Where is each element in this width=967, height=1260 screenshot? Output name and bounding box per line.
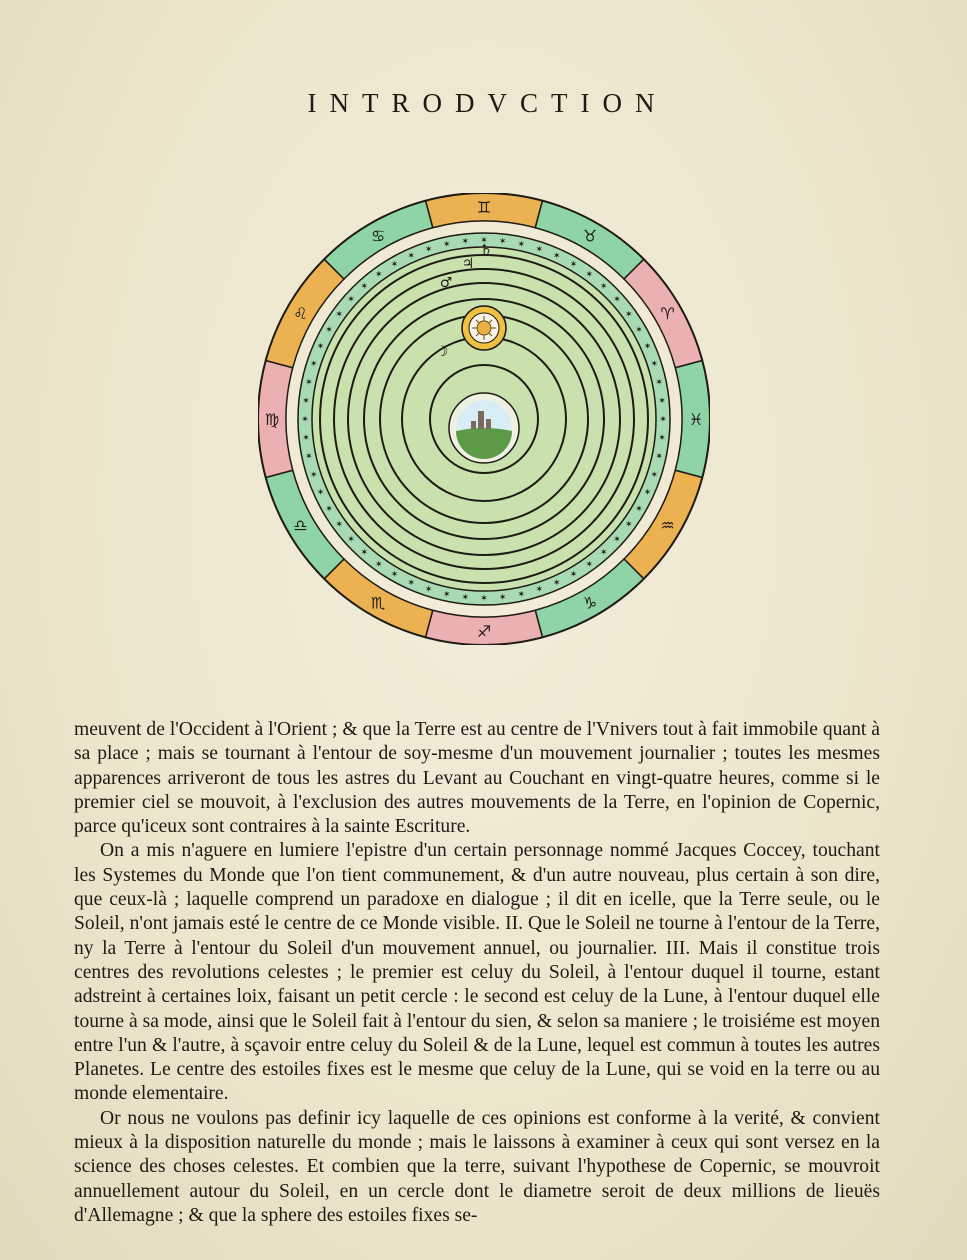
star-icon: ✶	[425, 244, 433, 254]
orbit-ring	[333, 268, 635, 570]
zodiac-sign-icon: ♓	[689, 410, 703, 429]
star-icon: ✶	[570, 569, 578, 579]
star-icon: ✶	[650, 469, 658, 479]
star-icon: ✶	[480, 235, 488, 245]
cosmological-diagram: ✶✶✶✶✶✶✶✶✶✶✶✶✶✶✶✶✶✶✶✶✶✶✶✶✶✶✶✶✶✶✶✶✶✶✶✶✶✶✶✶…	[258, 193, 710, 645]
planet-symbol-icon: ☽	[436, 344, 449, 360]
star-icon: ✶	[480, 593, 488, 603]
planet-symbol-icon: ♂	[440, 275, 453, 291]
zodiac-sign-icon: ♉	[583, 226, 597, 245]
star-icon: ✶	[625, 309, 633, 319]
zodiac-sign-icon: ♎	[293, 516, 307, 535]
zodiac-sign-icon: ♋	[371, 226, 385, 245]
star-icon: ✶	[644, 487, 652, 497]
star-icon: ✶	[655, 377, 663, 387]
star-icon: ✶	[301, 414, 309, 424]
orbit-ring	[347, 282, 621, 556]
paragraph-1: meuvent de l'Occident à l'Orient ; & que…	[74, 719, 880, 838]
star-icon: ✶	[517, 589, 525, 599]
star-icon: ✶	[644, 341, 652, 351]
zodiac-sign-icon: ♑	[583, 594, 597, 613]
zodiac-band	[258, 193, 710, 645]
paragraph-2: On a mis n'aguere en lumiere l'epistre d…	[74, 840, 880, 1105]
star-icon: ✶	[600, 547, 608, 557]
star-icon: ✶	[536, 584, 544, 594]
star-icon: ✶	[536, 244, 544, 254]
orbit-ring	[319, 254, 649, 584]
star-icon: ✶	[335, 519, 343, 529]
star-icon: ✶	[553, 250, 561, 260]
zodiac-sign-icon: ♈	[660, 304, 674, 323]
star-icon: ✶	[655, 451, 663, 461]
star-icon: ✶	[360, 281, 368, 291]
star-icon: ✶	[613, 534, 621, 544]
sun-epicycle	[461, 305, 507, 351]
star-icon: ✶	[635, 325, 643, 335]
zodiac-sign-icon: ♍	[265, 410, 279, 429]
star-icon: ✶	[375, 559, 383, 569]
star-icon: ✶	[443, 589, 451, 599]
star-icon: ✶	[302, 433, 310, 443]
body-text: meuvent de l'Occident à l'Orient ; & que…	[74, 718, 880, 1228]
star-icon: ✶	[335, 309, 343, 319]
star-icon: ✶	[310, 359, 318, 369]
star-icon: ✶	[658, 395, 666, 405]
star-icon: ✶	[499, 236, 507, 246]
star-icon: ✶	[658, 433, 666, 443]
orbit-ring	[429, 364, 539, 474]
star-icon: ✶	[613, 294, 621, 304]
star-icon: ✶	[585, 559, 593, 569]
star-icon: ✶	[360, 547, 368, 557]
star-icon: ✶	[625, 519, 633, 529]
star-icon: ✶	[305, 377, 313, 387]
star-icon: ✶	[517, 239, 525, 249]
star-icon: ✶	[425, 584, 433, 594]
page-heading: INTRODVCTION	[307, 88, 668, 118]
star-icon: ✶	[302, 395, 310, 405]
star-icon: ✶	[585, 269, 593, 279]
zodiac-sign-icon: ♒	[660, 516, 674, 535]
fixed-stars: ✶✶✶✶✶✶✶✶✶✶✶✶✶✶✶✶✶✶✶✶✶✶✶✶✶✶✶✶✶✶✶✶✶✶✶✶✶✶✶✶…	[301, 235, 667, 603]
planet-symbol-icon: ♃	[462, 256, 475, 272]
zodiac-sign-icon: ♌	[293, 304, 307, 323]
star-icon: ✶	[659, 414, 667, 424]
star-icon: ✶	[462, 592, 470, 602]
sun-face	[476, 320, 492, 336]
earth-ground	[456, 428, 512, 459]
paragraph-3: Or nous ne voulons pas definir icy laque…	[74, 1107, 880, 1226]
star-icon: ✶	[407, 578, 415, 588]
star-icon: ✶	[391, 259, 399, 269]
star-icon: ✶	[347, 534, 355, 544]
star-icon: ✶	[650, 359, 658, 369]
planet-symbols: ♄ ♃ ♂ ☽	[436, 242, 493, 360]
orbit-ring	[363, 298, 605, 540]
star-icon: ✶	[391, 569, 399, 579]
star-icon: ✶	[375, 269, 383, 279]
star-icon: ✶	[310, 469, 318, 479]
star-icon: ✶	[317, 341, 325, 351]
star-icon: ✶	[407, 250, 415, 260]
zodiac-symbols: ♋ ♊ ♉ ♈ ♓ ♒ ♑ ♐ ♏ ♎ ♍ ♌	[265, 198, 703, 641]
star-icon: ✶	[499, 592, 507, 602]
star-icon: ✶	[462, 236, 470, 246]
earth-city-icon	[471, 411, 491, 429]
star-icon: ✶	[347, 294, 355, 304]
star-icon: ✶	[600, 281, 608, 291]
zodiac-sign-icon: ♏	[371, 594, 385, 613]
zodiac-sign-icon: ♊	[477, 198, 491, 217]
star-icon: ✶	[553, 578, 561, 588]
zodiac-sign-icon: ♐	[477, 622, 491, 641]
star-icon: ✶	[325, 504, 333, 514]
star-icon: ✶	[325, 325, 333, 335]
star-icon: ✶	[635, 504, 643, 514]
earth-center	[448, 392, 520, 464]
star-icon: ✶	[570, 259, 578, 269]
star-icon: ✶	[443, 239, 451, 249]
star-icon: ✶	[317, 487, 325, 497]
star-icon: ✶	[305, 451, 313, 461]
planet-symbol-icon: ♄	[480, 242, 493, 258]
